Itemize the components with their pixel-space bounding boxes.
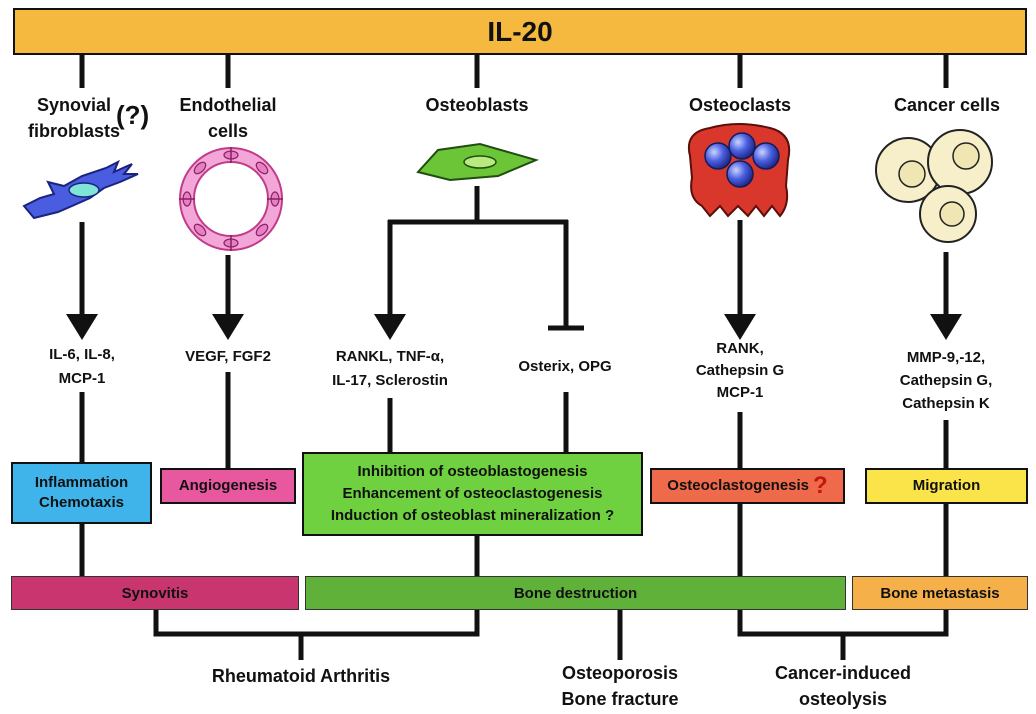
synovial-mediator-line: MCP-1 bbox=[58, 370, 106, 387]
osteoclasts-label: Osteoclasts bbox=[688, 95, 792, 115]
angiogenesis-label: Angiogenesis bbox=[178, 477, 278, 494]
bone-metastasis-banner: Bone metastasis bbox=[852, 576, 1028, 610]
synovitis-banner: Synovitis bbox=[11, 576, 299, 610]
bone-destruction-label: Bone destruction bbox=[513, 584, 638, 602]
osteoblast-effects-box: Inhibition of osteoblastogenesis Enhance… bbox=[302, 452, 643, 536]
synovial-line2: fibroblasts bbox=[27, 121, 120, 141]
osteoclastogenesis-label: Osteoclastogenesis bbox=[667, 477, 810, 494]
osteoclastogenesis-box: Osteoclastogenesis ? bbox=[650, 468, 845, 504]
endothelial-mediators: VEGF, FGF2 bbox=[168, 345, 288, 369]
cancer-osteolysis-label: Cancer-induced osteolysis bbox=[758, 660, 928, 712]
osteoblast-up-line: IL-17, Sclerostin bbox=[332, 372, 448, 389]
cancer-mediator-line: Cathepsin K bbox=[902, 395, 990, 412]
synovial-mediator-line: IL-6, IL-8, bbox=[49, 346, 115, 363]
osteoporosis-line: Osteoporosis bbox=[561, 663, 679, 683]
cancer-mediator-line: MMP-9,-12, bbox=[906, 349, 986, 366]
cancer-mediators: MMP-9,-12, Cathepsin G, Cathepsin K bbox=[874, 346, 1018, 415]
cancer-cells-label: Cancer cells bbox=[893, 95, 1001, 115]
rheumatoid-arthritis-label: Rheumatoid Arthritis bbox=[211, 666, 391, 686]
osteoporosis-label: Osteoporosis Bone fracture bbox=[540, 660, 700, 712]
angiogenesis-box: Angiogenesis bbox=[160, 468, 296, 504]
osteoblast-cell-icon bbox=[416, 142, 540, 182]
osteoclast-cell-icon bbox=[688, 123, 791, 218]
osteoblast-up-line: RANKL, TNF-α, bbox=[335, 348, 445, 365]
endothelial-cells-label: Endothelial cells bbox=[168, 92, 288, 144]
il20-title-bar: IL-20 bbox=[13, 8, 1027, 55]
cancer-cells-icon bbox=[875, 129, 993, 243]
synovial-line1: Synovial bbox=[36, 95, 112, 115]
osteoclastogenesis-uncertain-mark: ? bbox=[813, 472, 828, 499]
osteoclast-mediator-line: Cathepsin G bbox=[695, 362, 785, 379]
osteolysis-line: osteolysis bbox=[798, 689, 888, 709]
osteoblasts-label: Osteoblasts bbox=[425, 95, 529, 115]
synovial-mediators: IL-6, IL-8, MCP-1 bbox=[22, 343, 142, 391]
cancer-mediator-line: Cathepsin G, bbox=[899, 372, 993, 389]
endothelial-cell-ring-icon bbox=[179, 147, 283, 251]
synovitis-label: Synovitis bbox=[121, 584, 189, 602]
migration-label: Migration bbox=[912, 477, 981, 494]
endothelial-line1: Endothelial bbox=[179, 95, 277, 115]
synovial-uncertain-mark: (?) bbox=[116, 100, 150, 130]
osteoblast-up-mediators: RANKL, TNF-α, IL-17, Sclerostin bbox=[308, 345, 472, 393]
osteoblast-down-mediators: Osterix, OPG bbox=[500, 355, 630, 379]
osteoclast-mediators: RANK, Cathepsin G MCP-1 bbox=[680, 338, 800, 404]
inflammation-line: Inflammation bbox=[34, 474, 129, 491]
synovial-fibroblast-icon bbox=[22, 159, 139, 220]
title: IL-20 bbox=[487, 15, 553, 47]
osteoblast-effect-line: Enhancement of osteoclastogenesis bbox=[342, 485, 603, 502]
cancer-induced-line: Cancer-induced bbox=[774, 663, 912, 683]
osteoclast-mediator-line: RANK, bbox=[716, 340, 764, 357]
endothelial-mediator-line: VEGF, FGF2 bbox=[185, 348, 271, 365]
bone-destruction-banner: Bone destruction bbox=[305, 576, 846, 610]
osteoclast-mediator-line: MCP-1 bbox=[716, 384, 764, 401]
endothelial-line2: cells bbox=[207, 121, 249, 141]
osteoblast-effect-line: Inhibition of osteoblastogenesis bbox=[357, 463, 588, 480]
bone-metastasis-label: Bone metastasis bbox=[880, 584, 1000, 602]
chemotaxis-line: Chemotaxis bbox=[38, 494, 125, 511]
osteoblast-down-line: Osterix, OPG bbox=[518, 358, 612, 375]
synovial-fibroblasts-label: Synovial fibroblasts bbox=[18, 92, 130, 144]
inflammation-chemotaxis-box: Inflammation Chemotaxis bbox=[11, 462, 152, 524]
osteoblast-effect-line: Induction of osteoblast mineralization ? bbox=[330, 507, 615, 524]
bone-fracture-line: Bone fracture bbox=[561, 689, 679, 709]
migration-box: Migration bbox=[865, 468, 1028, 504]
